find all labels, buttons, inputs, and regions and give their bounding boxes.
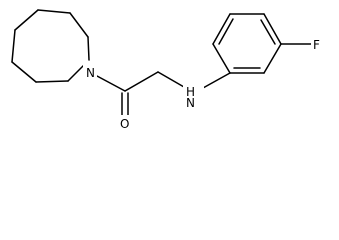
- ring-bond: [35, 80, 69, 83]
- ring-bond: [37, 9, 71, 14]
- ring-bond: [11, 29, 16, 63]
- carbonyl-methylene-bond: [124, 71, 159, 92]
- ring-bond: [87, 36, 90, 61]
- ring-bond: [14, 9, 39, 31]
- methylene-nh-bond: [157, 71, 185, 88]
- amine-nitrogen-label: N: [186, 96, 195, 110]
- azepane-ring: [11, 9, 90, 83]
- fluorine-label: F: [313, 38, 320, 52]
- carbonyl-oxygen-label: O: [120, 117, 129, 131]
- aryl-bond: [212, 13, 231, 45]
- fluorophenyl-ring: [212, 13, 314, 74]
- ring-bond: [67, 64, 85, 82]
- amide-nitrogen-label: N: [86, 66, 95, 80]
- amide-chain: [96, 71, 231, 118]
- ring-bond: [69, 12, 89, 38]
- aryl-bond: [263, 43, 282, 74]
- atom-labels: N O H N F: [83, 36, 325, 131]
- amine-hydrogen-label: H: [186, 85, 195, 99]
- nh-aryl-bond: [202, 72, 231, 89]
- chemical-structure: N O H N F: [11, 9, 325, 131]
- n-carbonyl-bond: [96, 75, 126, 92]
- aryl-bond: [263, 13, 282, 45]
- aryl-double-bond: [260, 19, 276, 45]
- aryl-double-bond: [218, 18, 234, 45]
- aryl-bond: [212, 43, 231, 74]
- ring-bond: [11, 61, 37, 83]
